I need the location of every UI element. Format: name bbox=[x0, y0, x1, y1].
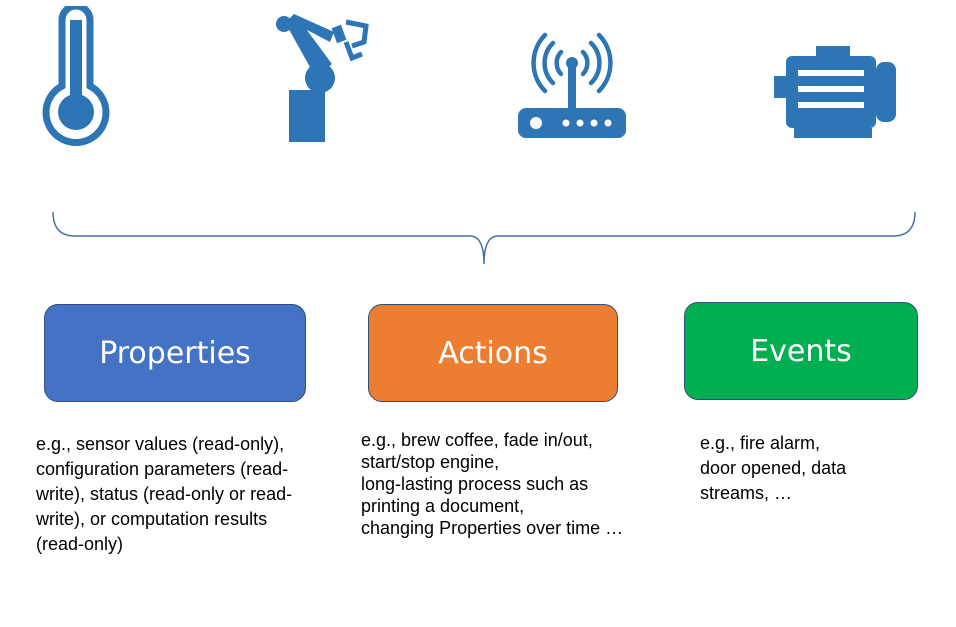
robot-arm-icon bbox=[276, 14, 369, 142]
actions-label: Actions bbox=[438, 335, 548, 371]
properties-description: e.g., sensor values (read-only), configu… bbox=[36, 432, 292, 557]
description-line: write), status (read-only or read- bbox=[36, 484, 293, 504]
events-description: e.g., fire alarm, door opened, data stre… bbox=[700, 431, 846, 506]
description-line: changing Properties over time … bbox=[361, 518, 624, 538]
description-line: e.g., brew coffee, fade in/out, bbox=[361, 430, 593, 450]
properties-label: Properties bbox=[99, 335, 251, 371]
electric-motor-icon bbox=[774, 46, 896, 138]
description-line: write), or computation results bbox=[36, 509, 268, 529]
description-line: e.g., sensor values (read-only), bbox=[36, 434, 285, 454]
actions-description: e.g., brew coffee, fade in/out, start/st… bbox=[361, 429, 623, 539]
wifi-router-icon bbox=[518, 32, 626, 138]
description-line: (read-only) bbox=[36, 534, 124, 554]
description-line: printing a document, bbox=[361, 496, 525, 516]
description-line: configuration parameters (read- bbox=[36, 459, 289, 479]
description-line: start/stop engine, bbox=[361, 452, 500, 472]
description-line: streams, … bbox=[700, 483, 793, 503]
thermometer-icon bbox=[42, 6, 110, 146]
events-box: Events bbox=[684, 302, 918, 400]
events-label: Events bbox=[750, 333, 852, 369]
actions-box: Actions bbox=[368, 304, 618, 402]
description-line: door opened, data bbox=[700, 458, 847, 478]
properties-box: Properties bbox=[44, 304, 306, 402]
description-line: long-lasting process such as bbox=[361, 474, 589, 494]
description-line: e.g., fire alarm, bbox=[700, 433, 821, 453]
